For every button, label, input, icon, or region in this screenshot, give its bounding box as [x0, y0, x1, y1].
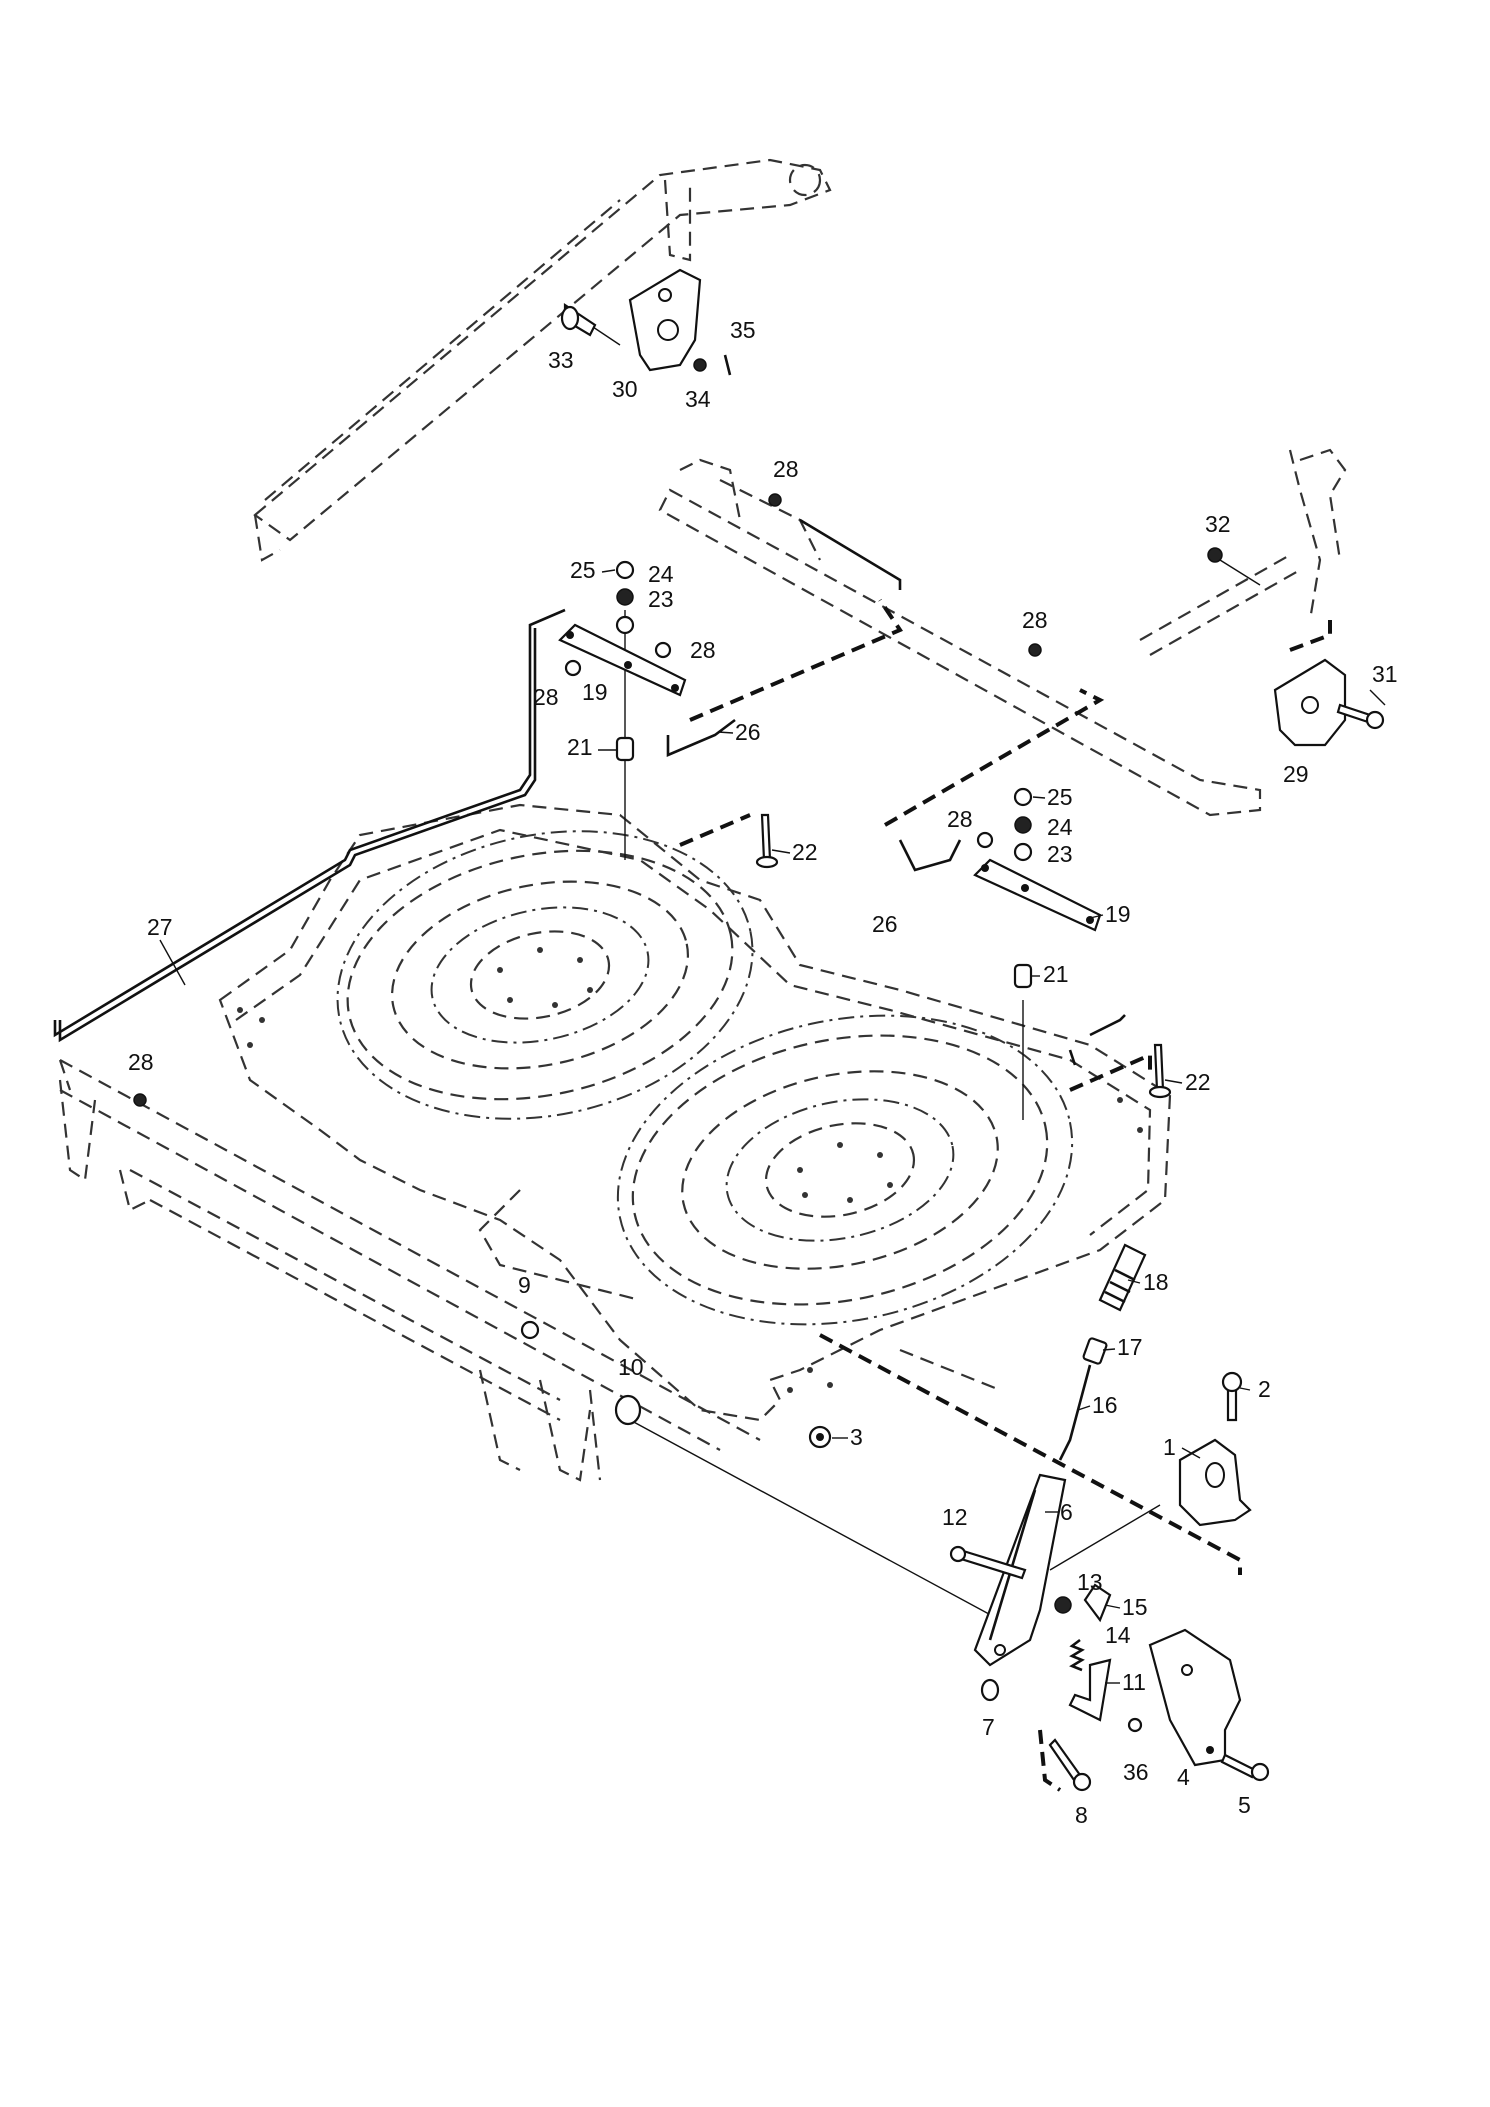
spacer-10 [614, 1394, 642, 1426]
label-25: 25 [570, 557, 596, 583]
label-11: 11 [1122, 1669, 1146, 1695]
label-22b: 22 [1185, 1069, 1211, 1095]
label-26b: 26 [872, 911, 898, 937]
label-2: 2 [1258, 1376, 1271, 1402]
bolt-5 [1220, 1753, 1270, 1782]
label-13: 13 [1077, 1569, 1103, 1595]
label-15: 15 [1122, 1594, 1148, 1620]
label-18: 18 [1143, 1269, 1169, 1295]
label-4: 4 [1177, 1764, 1190, 1790]
label-23: 23 [648, 586, 674, 612]
rod-16 [1058, 1364, 1092, 1461]
label-35: 35 [730, 317, 756, 343]
washer-36 [1127, 1717, 1143, 1733]
label-32: 32 [1205, 511, 1231, 537]
label-28c: 28 [533, 684, 559, 710]
label-28d: 28 [1022, 607, 1048, 633]
linkage-paths [679, 598, 1332, 1792]
leader-lines [589, 324, 1261, 1621]
label-17: 17 [1117, 1334, 1143, 1360]
label-28e: 28 [947, 806, 973, 832]
bracket-29 [1273, 658, 1347, 747]
label-21: 21 [567, 734, 593, 760]
label-29: 29 [1283, 761, 1309, 787]
bracket-30 [628, 268, 702, 372]
label-24b: 24 [1047, 814, 1073, 840]
bolt-12 [949, 1545, 1027, 1580]
plate-19-lower [973, 858, 1102, 932]
mower-deck-outline [218, 803, 1172, 1422]
label-10: 10 [618, 1354, 644, 1380]
label-30: 30 [612, 376, 638, 402]
label-21b: 21 [1043, 961, 1069, 987]
bolt-2 [1221, 1371, 1243, 1422]
nut-9 [520, 1320, 540, 1340]
label-27: 27 [147, 914, 173, 940]
sector-bracket-1 [1178, 1438, 1252, 1527]
label-33: 33 [548, 347, 574, 373]
label-26: 26 [735, 719, 761, 745]
pin-33 [560, 302, 597, 337]
handle-grip-18 [1098, 1243, 1147, 1312]
label-34: 34 [685, 386, 711, 412]
label-8: 8 [1075, 1802, 1088, 1828]
pawl-11 [1068, 1658, 1112, 1722]
label-16: 16 [1092, 1392, 1118, 1418]
rods [53, 518, 1126, 1066]
bolt-8 [1048, 1738, 1092, 1792]
label-28f: 28 [128, 1049, 154, 1075]
label-23b: 23 [1047, 841, 1073, 867]
label-22: 22 [792, 839, 818, 865]
label-1: 1 [1163, 1434, 1176, 1460]
sector-plate-4 [1148, 1628, 1242, 1767]
label-3: 3 [850, 1424, 863, 1450]
spacer-7 [980, 1678, 1000, 1702]
label-28a: 28 [773, 456, 799, 482]
nuts-23-24-25 [615, 560, 1033, 862]
label-5: 5 [1238, 1792, 1251, 1818]
washers-28 [133, 493, 1042, 1107]
washer-32 [1207, 547, 1223, 563]
nut-3 [808, 1425, 832, 1449]
label-14: 14 [1105, 1622, 1131, 1648]
label-9: 9 [518, 1272, 531, 1298]
label-25b: 25 [1047, 784, 1073, 810]
washer-34 [693, 358, 707, 372]
callout-labels: 1 2 3 4 5 6 7 8 9 10 11 12 13 14 15 16 1… [128, 317, 1398, 1828]
label-31: 31 [1372, 661, 1398, 687]
bolt-31 [1336, 703, 1385, 730]
cotter-35 [723, 354, 732, 376]
label-12: 12 [942, 1504, 968, 1530]
spacer-21 [615, 736, 1033, 989]
plate-19-upper [558, 623, 687, 697]
label-36: 36 [1123, 1759, 1149, 1785]
label-28b: 28 [690, 637, 716, 663]
label-19: 19 [582, 679, 608, 705]
spacer-17 [1082, 1337, 1108, 1365]
spring-14 [1069, 1638, 1085, 1672]
label-ticks [159, 569, 1386, 1684]
nut-13 [1054, 1596, 1072, 1614]
label-24: 24 [648, 561, 674, 587]
bolts-22 [755, 813, 1172, 1099]
frame-rails-outline [58, 158, 1347, 1482]
plate-15 [1083, 1583, 1112, 1623]
label-6: 6 [1060, 1499, 1073, 1525]
label-7: 7 [982, 1714, 995, 1740]
label-19b: 19 [1105, 901, 1131, 927]
